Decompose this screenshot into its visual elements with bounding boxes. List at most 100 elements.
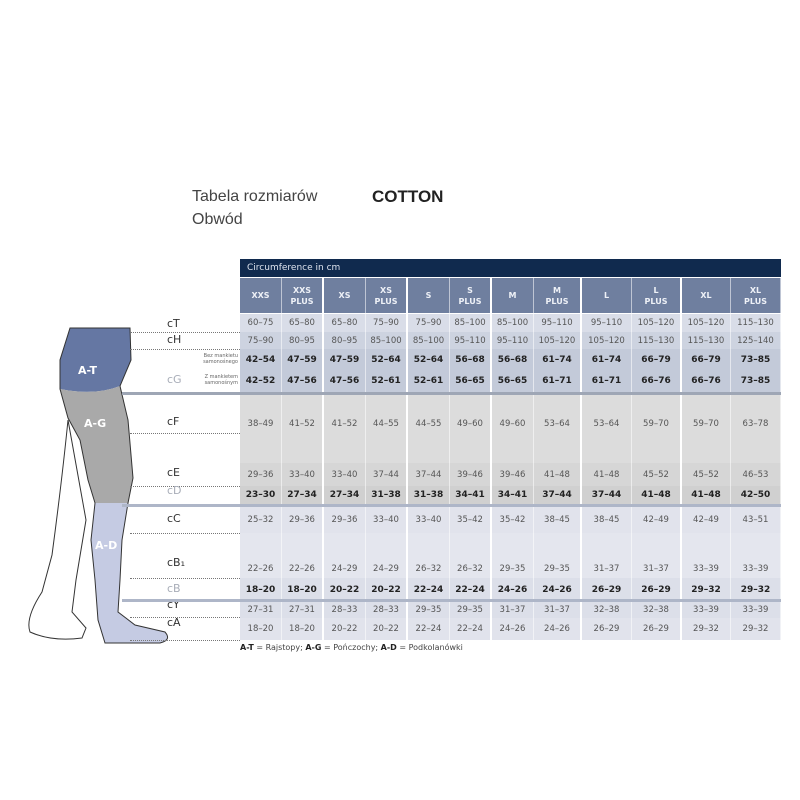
table-cell: 34–41 <box>492 486 534 504</box>
legend-at-code: A-T <box>240 643 254 652</box>
row-sublabel: Bez mankietu samonośnego <box>203 353 238 365</box>
row-label: cA <box>167 616 181 629</box>
table-caption: Circumference in cm <box>240 259 781 277</box>
table-cell: 22–24 <box>408 618 450 640</box>
table-cell: 42–50 <box>731 486 781 504</box>
table-cell: 27–31 <box>282 602 324 618</box>
table-cell: 42–49 <box>632 507 682 533</box>
table-cell: 29–32 <box>682 578 731 599</box>
legend-ad-text: = Podkolanówki <box>399 643 463 652</box>
table-cell: 53–64 <box>534 395 582 463</box>
table-cell: 95–110 <box>582 314 632 332</box>
table-cell: 61–74 <box>582 349 632 370</box>
table-cell: 31–38 <box>366 486 408 504</box>
table-cell: 29–32 <box>731 618 781 640</box>
table-cell: 80–95 <box>324 332 366 349</box>
table-cell: 52–64 <box>366 349 408 370</box>
row-sublabel: Z mankietem samonośnym <box>204 374 238 386</box>
table-cell: 95–110 <box>450 332 492 349</box>
table-cell: 35–42 <box>450 507 492 533</box>
table-cell: 33–39 <box>731 602 781 618</box>
table-cell: 105–120 <box>534 332 582 349</box>
section-divider <box>122 599 781 602</box>
table-cell: 37–44 <box>534 486 582 504</box>
table-cell: 18–20 <box>240 618 282 640</box>
table-cell: 33–39 <box>731 533 781 578</box>
table-cell: 29–36 <box>324 507 366 533</box>
table-cell: 37–44 <box>408 463 450 486</box>
legend-ag-code: A-G <box>305 643 322 652</box>
table-cell: 52–61 <box>408 370 450 392</box>
table-cell: 43–51 <box>731 507 781 533</box>
table-cell: 33–39 <box>682 602 731 618</box>
table-cell: 20–22 <box>366 578 408 599</box>
table-cell: 27–34 <box>324 486 366 504</box>
zone-a-t <box>60 328 131 392</box>
table-cell: 49–60 <box>450 395 492 463</box>
table-cell: 80–95 <box>282 332 324 349</box>
row-label: cB <box>167 582 181 595</box>
table-cell: 28–33 <box>366 602 408 618</box>
table-cell: 18–20 <box>282 578 324 599</box>
table-cell: 75–90 <box>408 314 450 332</box>
table-cell: 22–24 <box>450 578 492 599</box>
brand-name: COTTON <box>372 187 444 206</box>
section-divider <box>122 504 781 507</box>
table-cell: 42–54 <box>240 349 282 370</box>
table-cell: 29–36 <box>282 507 324 533</box>
table-cell: 66–76 <box>682 370 731 392</box>
table-cell: 56–65 <box>492 370 534 392</box>
row-guide-line <box>130 617 240 618</box>
table-cell: 61–71 <box>534 370 582 392</box>
table-cell: 53–64 <box>582 395 632 463</box>
zone-a-g <box>60 386 133 503</box>
table-cell: 85–100 <box>492 314 534 332</box>
table-cell: 29–35 <box>492 533 534 578</box>
table-cell: 26–32 <box>408 533 450 578</box>
row-guide-line <box>130 578 240 579</box>
table-cell: 31–37 <box>534 602 582 618</box>
table-cell: 85–100 <box>366 332 408 349</box>
table-cell: 32–38 <box>582 602 632 618</box>
table-cell: 41–48 <box>534 463 582 486</box>
row-label: cE <box>167 466 180 479</box>
table-cell: 24–26 <box>534 578 582 599</box>
size-header: XXS <box>240 278 282 313</box>
table-cell: 41–52 <box>324 395 366 463</box>
table-cell: 115–130 <box>731 314 781 332</box>
table-cell: 38–45 <box>582 507 632 533</box>
table-cell: 56–65 <box>450 370 492 392</box>
zone-label-ag: A-G <box>84 417 106 430</box>
table-cell: 31–37 <box>582 533 632 578</box>
leg-illustration: A-T A-G A-D <box>28 327 169 644</box>
table-cell: 59–70 <box>682 395 731 463</box>
table-cell: 20–22 <box>324 578 366 599</box>
table-cell: 20–22 <box>324 618 366 640</box>
table-cell: 63–78 <box>731 395 781 463</box>
size-header: S PLUS <box>450 278 492 313</box>
table-cell: 37–44 <box>582 486 632 504</box>
table-cell: 125–140 <box>731 332 781 349</box>
table-cell: 22–26 <box>240 533 282 578</box>
size-header: XS <box>324 278 366 313</box>
table-cell: 52–61 <box>366 370 408 392</box>
row-label: cD <box>167 484 182 497</box>
table-cell: 61–71 <box>582 370 632 392</box>
table-cell: 85–100 <box>408 332 450 349</box>
table-cell: 60–75 <box>240 314 282 332</box>
table-cell: 47–56 <box>324 370 366 392</box>
table-cell: 44–55 <box>408 395 450 463</box>
row-label: cC <box>167 512 181 525</box>
table-cell: 85–100 <box>450 314 492 332</box>
size-header: XS PLUS <box>366 278 408 313</box>
legend-ag-text: = Pończochy; <box>323 643 379 652</box>
table-cell: 20–22 <box>366 618 408 640</box>
legend-footnote: A-T = Rajstopy; A-G = Pończochy; A-D = P… <box>240 643 463 652</box>
table-cell: 66–79 <box>632 349 682 370</box>
table-cell: 66–79 <box>682 349 731 370</box>
table-cell: 22–26 <box>282 533 324 578</box>
